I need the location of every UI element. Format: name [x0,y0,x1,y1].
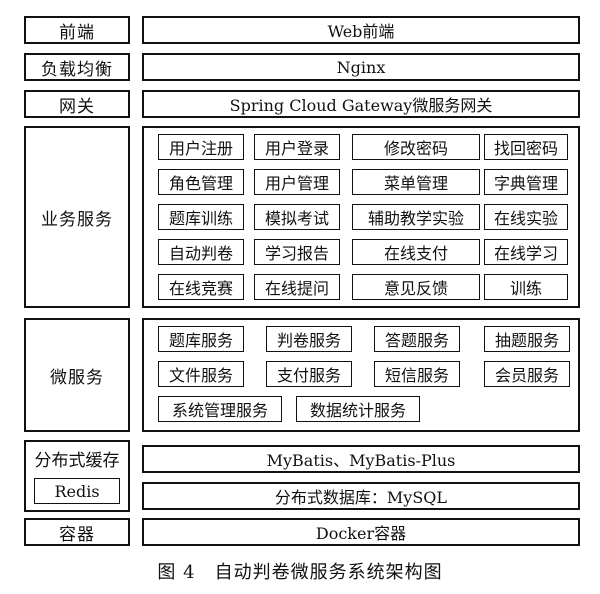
microservice-module: 文件服务 [158,361,244,387]
business-module: 训练 [484,274,568,300]
microservice-module: 判卷服务 [266,326,352,352]
mybatis-bar: MyBatis、MyBatis-Plus [142,445,580,473]
business-module: 意见反馈 [352,274,480,300]
business-module: 用户注册 [158,134,244,160]
business-module: 用户管理 [254,169,340,195]
microservices-panel: 题库服务判卷服务答题服务抽题服务文件服务支付服务短信服务会员服务系统管理服务数据… [142,318,580,432]
layer-label-load-balancer: 负载均衡 [24,53,130,81]
layer-label-frontend: 前端 [24,16,130,44]
microservice-module: 答题服务 [374,326,460,352]
microservice-module: 系统管理服务 [158,396,282,422]
business-module: 题库训练 [158,204,244,230]
frontend-bar: Web前端 [142,16,580,44]
microservice-module: 题库服务 [158,326,244,352]
business-module: 角色管理 [158,169,244,195]
mysql-bar: 分布式数据库：MySQL [142,482,580,510]
business-services-panel: 用户注册用户登录修改密码找回密码角色管理用户管理菜单管理字典管理题库训练模拟考试… [142,126,580,308]
layer-label-container: 容器 [24,518,130,546]
business-module: 辅助教学实验 [352,204,480,230]
figure-caption: 图 4 自动判卷微服务系统架构图 [157,562,443,583]
business-module: 在线实验 [484,204,568,230]
microservice-module: 会员服务 [484,361,570,387]
business-module: 找回密码 [484,134,568,160]
business-module: 在线竞赛 [158,274,244,300]
business-module: 菜单管理 [352,169,480,195]
business-module: 在线学习 [484,239,568,265]
microservice-module: 支付服务 [266,361,352,387]
business-module: 字典管理 [484,169,568,195]
gateway-bar: Spring Cloud Gateway微服务网关 [142,90,580,118]
cache-layer-box: 分布式缓存 Redis [24,440,130,512]
docker-bar: Docker容器 [142,518,580,546]
business-module: 自动判卷 [158,239,244,265]
business-module: 在线支付 [352,239,480,265]
business-module: 用户登录 [254,134,340,160]
layer-label-microservices: 微服务 [24,318,130,432]
business-module: 模拟考试 [254,204,340,230]
layer-label-business: 业务服务 [24,126,130,308]
layer-label-cache: 分布式缓存 [34,450,120,471]
microservice-module: 数据统计服务 [296,396,420,422]
redis-box: Redis [34,478,120,504]
layer-label-gateway: 网关 [24,90,130,118]
business-module: 修改密码 [352,134,480,160]
business-module: 在线提问 [254,274,340,300]
business-module: 学习报告 [254,239,340,265]
microservice-module: 抽题服务 [484,326,570,352]
microservice-module: 短信服务 [374,361,460,387]
nginx-bar: Nginx [142,53,580,81]
